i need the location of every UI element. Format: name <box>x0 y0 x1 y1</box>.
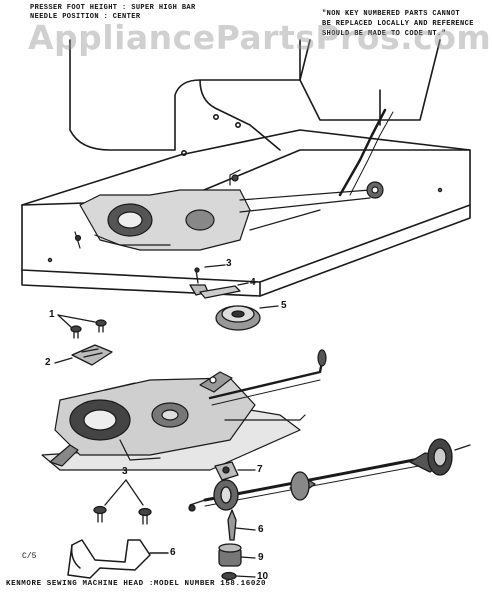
lower-shaft <box>188 438 471 512</box>
callout-9: 9 <box>258 552 264 563</box>
callout-3-upper: 3 <box>226 258 232 269</box>
callout-5: 5 <box>281 300 287 311</box>
needle-position-note: NEEDLE POSITION : CENTER <box>30 13 141 21</box>
part-stack-8-10 <box>218 509 256 581</box>
part-5-cam <box>215 305 279 331</box>
callout-1: 1 <box>49 309 55 320</box>
page-code: C/5 <box>22 552 37 561</box>
callout-10: 10 <box>257 571 269 582</box>
callout-6-left: 6 <box>170 547 176 558</box>
callout-3-lower: 3 <box>122 466 128 477</box>
part-3-screws <box>93 479 152 525</box>
non-key-parts-note-line2: BE REPLACED LOCALLY AND REFERENCE <box>322 20 474 28</box>
part-7-bushing <box>214 461 256 481</box>
lower-feed-assembly <box>41 349 327 471</box>
part-6-bracket <box>67 539 169 579</box>
part-3-link <box>189 264 226 296</box>
part-2-plate <box>54 344 113 366</box>
watermark: AppliancePartsPros.com <box>28 18 492 57</box>
non-key-parts-note-line3: SHOULD BE MADE TO CODE NT." <box>322 30 447 38</box>
part-4-lever <box>199 282 249 299</box>
callout-6-right: 6 <box>258 524 264 535</box>
presser-foot-note: PRESSER FOOT HEIGHT : SUPER HIGH BAR <box>30 4 196 12</box>
machine-arm-outline <box>69 39 441 157</box>
non-key-parts-note-line1: "NON KEY NUMBERED PARTS CANNOT <box>322 10 461 18</box>
callout-4: 4 <box>250 277 256 288</box>
callout-2: 2 <box>45 357 51 368</box>
callout-7: 7 <box>257 464 263 475</box>
bed-mechanism <box>74 108 394 251</box>
footer-model-number: KENMORE SEWING MACHINE HEAD :MODEL NUMBE… <box>6 580 267 588</box>
part-1-screws <box>57 314 107 339</box>
